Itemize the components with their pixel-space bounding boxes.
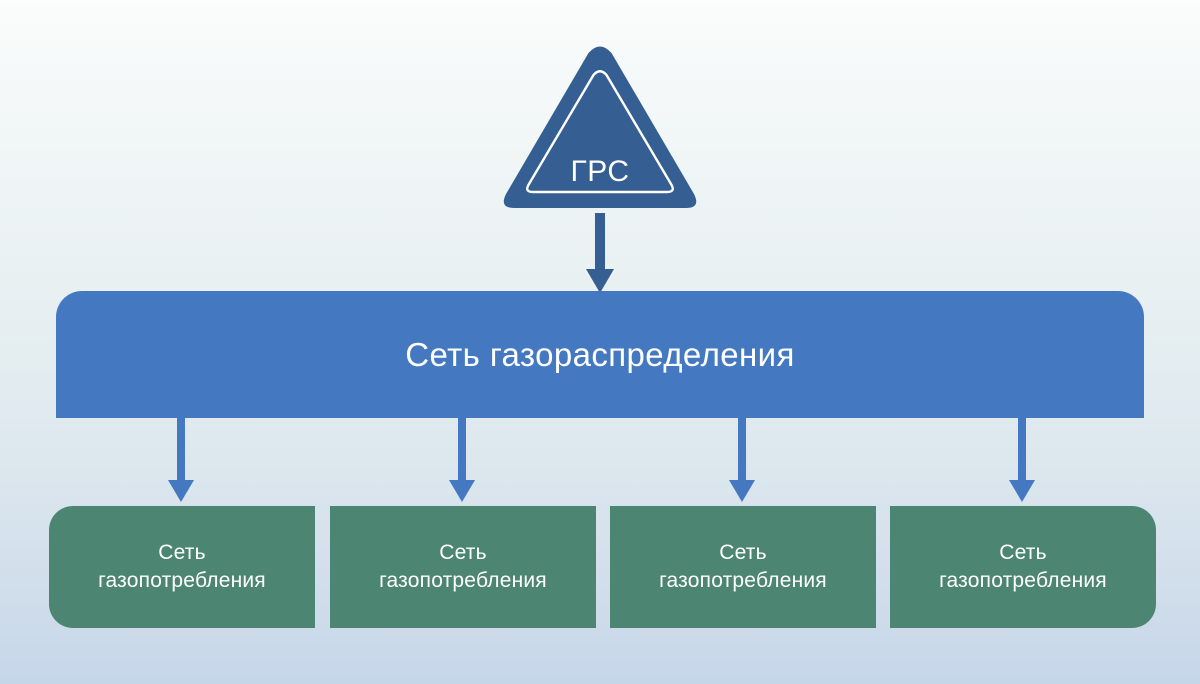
node-gas-consumption-network-2[interactable]: Сеть газопотребления — [610, 506, 876, 628]
label-line-1: Сеть — [439, 541, 487, 565]
connector-arrow-consumer-3 — [1005, 418, 1039, 506]
node-gas-consumption-network-1[interactable]: Сеть газопотребления — [330, 506, 596, 628]
node-gas-consumption-network-0-label: Сеть газопотребления — [98, 539, 266, 594]
connector-arrow-consumer-2 — [725, 418, 759, 506]
node-gas-distribution-network[interactable]: Сеть газораспределения — [56, 291, 1144, 418]
down-arrow-icon — [168, 418, 194, 502]
node-gas-consumption-network-3-label: Сеть газопотребления — [939, 539, 1107, 594]
node-gas-consumption-network-1-label: Сеть газопотребления — [379, 539, 547, 594]
label-line-1: Сеть — [158, 541, 206, 565]
node-gas-distribution-network-label: Сеть газораспределения — [405, 335, 795, 373]
down-arrow-icon — [1009, 418, 1035, 502]
down-arrow-icon — [449, 418, 475, 502]
node-gas-consumption-network-2-label: Сеть газопотребления — [659, 539, 827, 594]
label-line-1: Сеть — [999, 541, 1047, 565]
label-line-2: газопотребления — [98, 569, 266, 592]
label-line-2: газопотребления — [939, 569, 1107, 592]
label-line-2: газопотребления — [379, 569, 547, 592]
down-arrow-icon — [729, 418, 755, 502]
label-line-2: газопотребления — [659, 569, 827, 592]
label-line-1: Сеть — [719, 541, 767, 565]
down-arrow-icon — [586, 213, 614, 293]
triangle-shape-icon — [503, 46, 697, 208]
connector-arrow-main — [583, 213, 617, 297]
node-gas-consumption-network-3[interactable]: Сеть газопотребления — [890, 506, 1156, 628]
connector-arrow-consumer-0 — [164, 418, 198, 506]
node-gas-consumption-network-0[interactable]: Сеть газопотребления — [49, 506, 315, 628]
connector-arrow-consumer-1 — [445, 418, 479, 506]
node-grs[interactable]: ГРС — [498, 42, 702, 217]
